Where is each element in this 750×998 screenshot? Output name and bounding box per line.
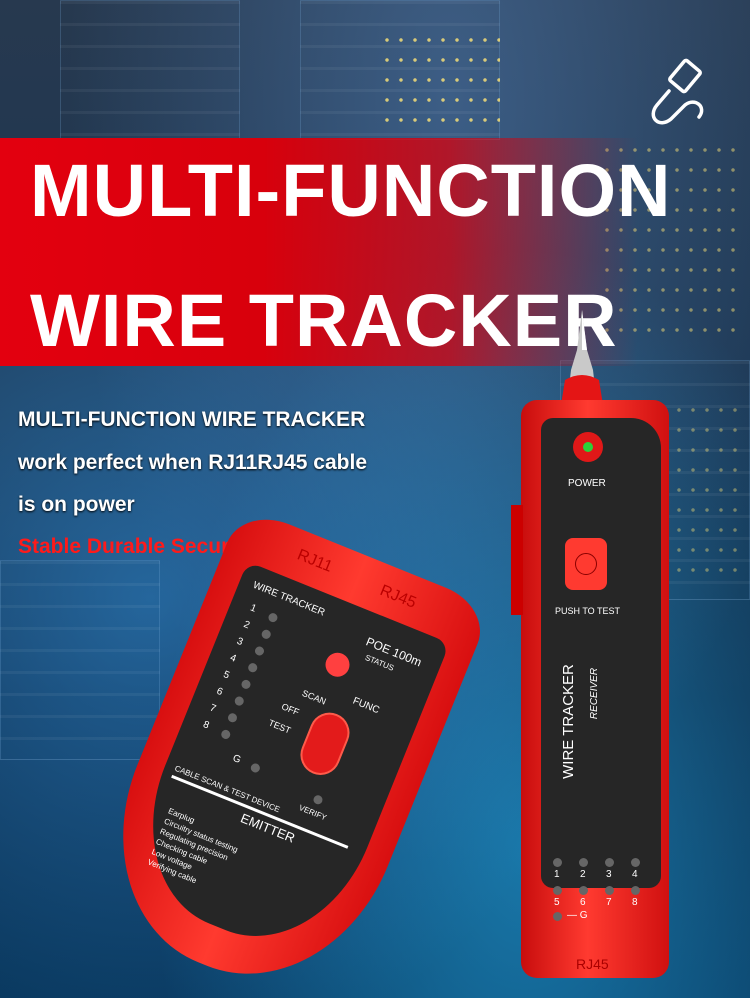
pin-label: 6 bbox=[214, 685, 225, 699]
push-to-test-label: PUSH TO TEST bbox=[555, 606, 621, 616]
pin-label: 2 bbox=[580, 869, 586, 880]
pin-led bbox=[605, 858, 614, 867]
pin-led bbox=[226, 711, 239, 724]
receiver-device: POWER PUSH TO TEST WIRE TRACKER RECEIVER… bbox=[511, 400, 669, 978]
pin-label: 5 bbox=[221, 669, 231, 682]
pin-led bbox=[233, 695, 246, 707]
button-ring bbox=[575, 553, 597, 575]
pin-label: 7 bbox=[606, 897, 612, 908]
pin-label: 7 bbox=[208, 702, 218, 715]
pin-led bbox=[219, 728, 232, 741]
pin-label: 1 bbox=[554, 869, 560, 880]
headline-line-1: MULTI-FUNCTION bbox=[30, 149, 672, 232]
pin-led bbox=[260, 628, 273, 641]
pin-led bbox=[631, 886, 640, 895]
description-line: work perfect when RJ11RJ45 cable bbox=[18, 451, 367, 474]
pin-led bbox=[267, 611, 279, 624]
off-label: OFF bbox=[280, 701, 301, 718]
verify-label: VERIFY bbox=[297, 803, 328, 823]
status-led bbox=[321, 649, 354, 681]
power-led-ring bbox=[573, 432, 603, 462]
pin-led bbox=[579, 886, 588, 895]
pin-label: 4 bbox=[228, 652, 238, 665]
server-leds bbox=[380, 30, 500, 130]
func-label: FUNC bbox=[351, 695, 381, 717]
description-line: MULTI-FUNCTION WIRE TRACKER bbox=[18, 408, 366, 431]
ground-led bbox=[553, 912, 562, 921]
port-label: RJ45 bbox=[576, 956, 609, 972]
pin-led bbox=[240, 678, 252, 691]
pin-led bbox=[553, 886, 562, 895]
pin-led bbox=[553, 858, 562, 867]
pin-label: 8 bbox=[201, 719, 211, 732]
headline-line-2: WIRE TRACKER bbox=[30, 279, 618, 362]
pin-label: 3 bbox=[235, 635, 245, 649]
pin-label: 3 bbox=[606, 869, 612, 880]
test-label: TEST bbox=[267, 717, 293, 736]
highlight-line: Stable Durable Security bbox=[18, 535, 254, 558]
pin-label: 2 bbox=[241, 619, 252, 632]
pin-label: 5 bbox=[554, 897, 560, 908]
pin-led bbox=[631, 858, 640, 867]
server-rack bbox=[0, 560, 160, 760]
pin-label: 8 bbox=[632, 897, 638, 908]
ground-label: — G bbox=[567, 910, 588, 921]
receiver-name: RECEIVER bbox=[589, 667, 601, 720]
side-clip bbox=[511, 505, 523, 615]
description-line: is on power bbox=[18, 493, 135, 516]
mode-switch[interactable] bbox=[294, 706, 356, 781]
pin-label: 1 bbox=[248, 602, 258, 615]
pin-led bbox=[605, 886, 614, 895]
ground-label: G bbox=[230, 752, 243, 766]
probe-tip bbox=[561, 310, 603, 405]
pin-led bbox=[253, 645, 266, 657]
pin-label: 6 bbox=[580, 897, 586, 908]
pin-led bbox=[246, 661, 259, 674]
scan-label: SCAN bbox=[300, 688, 328, 707]
ground-led bbox=[249, 762, 262, 774]
pin-led bbox=[579, 858, 588, 867]
pin-label: 4 bbox=[632, 869, 638, 880]
ethernet-cable-icon bbox=[651, 58, 704, 125]
server-rack bbox=[60, 0, 240, 140]
verify-led bbox=[312, 793, 324, 806]
headline-banner bbox=[0, 138, 750, 366]
receiver-brand: WIRE TRACKER bbox=[559, 664, 577, 779]
power-label: POWER bbox=[568, 478, 606, 489]
device-subtitle: CABLE SCAN & TEST DEVICE bbox=[173, 763, 282, 815]
push-to-test-button[interactable] bbox=[565, 538, 607, 590]
power-led bbox=[583, 442, 593, 452]
receiver-panel: POWER PUSH TO TEST WIRE TRACKER RECEIVER… bbox=[541, 418, 661, 921]
